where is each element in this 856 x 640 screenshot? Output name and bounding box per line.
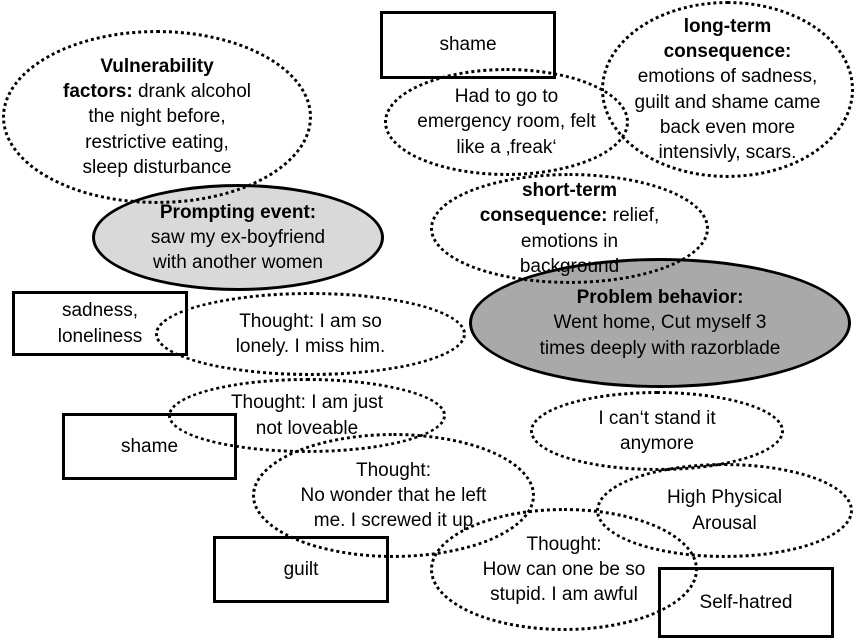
node-self-hatred: Self-hatred [658, 567, 834, 638]
node-label: guilt [283, 558, 319, 580]
node-cant-stand-it: I can‘t stand it anymore [530, 391, 784, 471]
node-shame-top: shame [380, 11, 556, 79]
node-thought-stupid: Thought: How can one be so stupid. I am … [430, 508, 698, 631]
node-label: Vulnerability factors: drank alcohol the… [63, 56, 251, 178]
node-label: Problem behavior: Went home, Cut myself … [539, 287, 781, 359]
node-label: long-term consequence: emotions of sadne… [634, 16, 821, 163]
node-vulnerability-factors: Vulnerability factors: drank alcohol the… [2, 30, 312, 204]
node-short-term-consequence: short-term consequence: relief, emotions… [430, 173, 709, 284]
node-label: sadness, loneliness [57, 300, 143, 347]
node-thought-no-wonder: Thought: No wonder that he left me. I sc… [252, 433, 535, 558]
node-high-physical-arousal: High Physical Arousal [596, 463, 853, 558]
node-label: Self-hatred [699, 591, 793, 613]
node-label: Thought: I am just not loveable [230, 392, 384, 439]
node-label: Thought: I am so lonely. I miss him. [235, 310, 386, 357]
node-label: Thought: No wonder that he left me. I sc… [300, 459, 487, 532]
node-label: Had to go to emergency room, felt like a… [417, 86, 596, 158]
node-label: I can‘t stand it anymore [598, 407, 716, 454]
node-label: Thought: How can one be so stupid. I am … [482, 533, 646, 606]
node-label: shame [120, 435, 179, 457]
node-label: Prompting event: saw my ex-boyfriend wit… [150, 201, 326, 274]
node-label: short-term consequence: relief, emotions… [479, 180, 660, 277]
node-emergency-room: Had to go to emergency room, felt like a… [384, 68, 629, 176]
node-label: High Physical Arousal [666, 487, 783, 534]
node-long-term-consequence: long-term consequence: emotions of sadne… [601, 1, 854, 178]
node-label: shame [439, 34, 497, 56]
node-prompting-event: Prompting event: saw my ex-boyfriend wit… [92, 184, 384, 291]
node-thought-lonely: Thought: I am so lonely. I miss him. [155, 292, 466, 376]
